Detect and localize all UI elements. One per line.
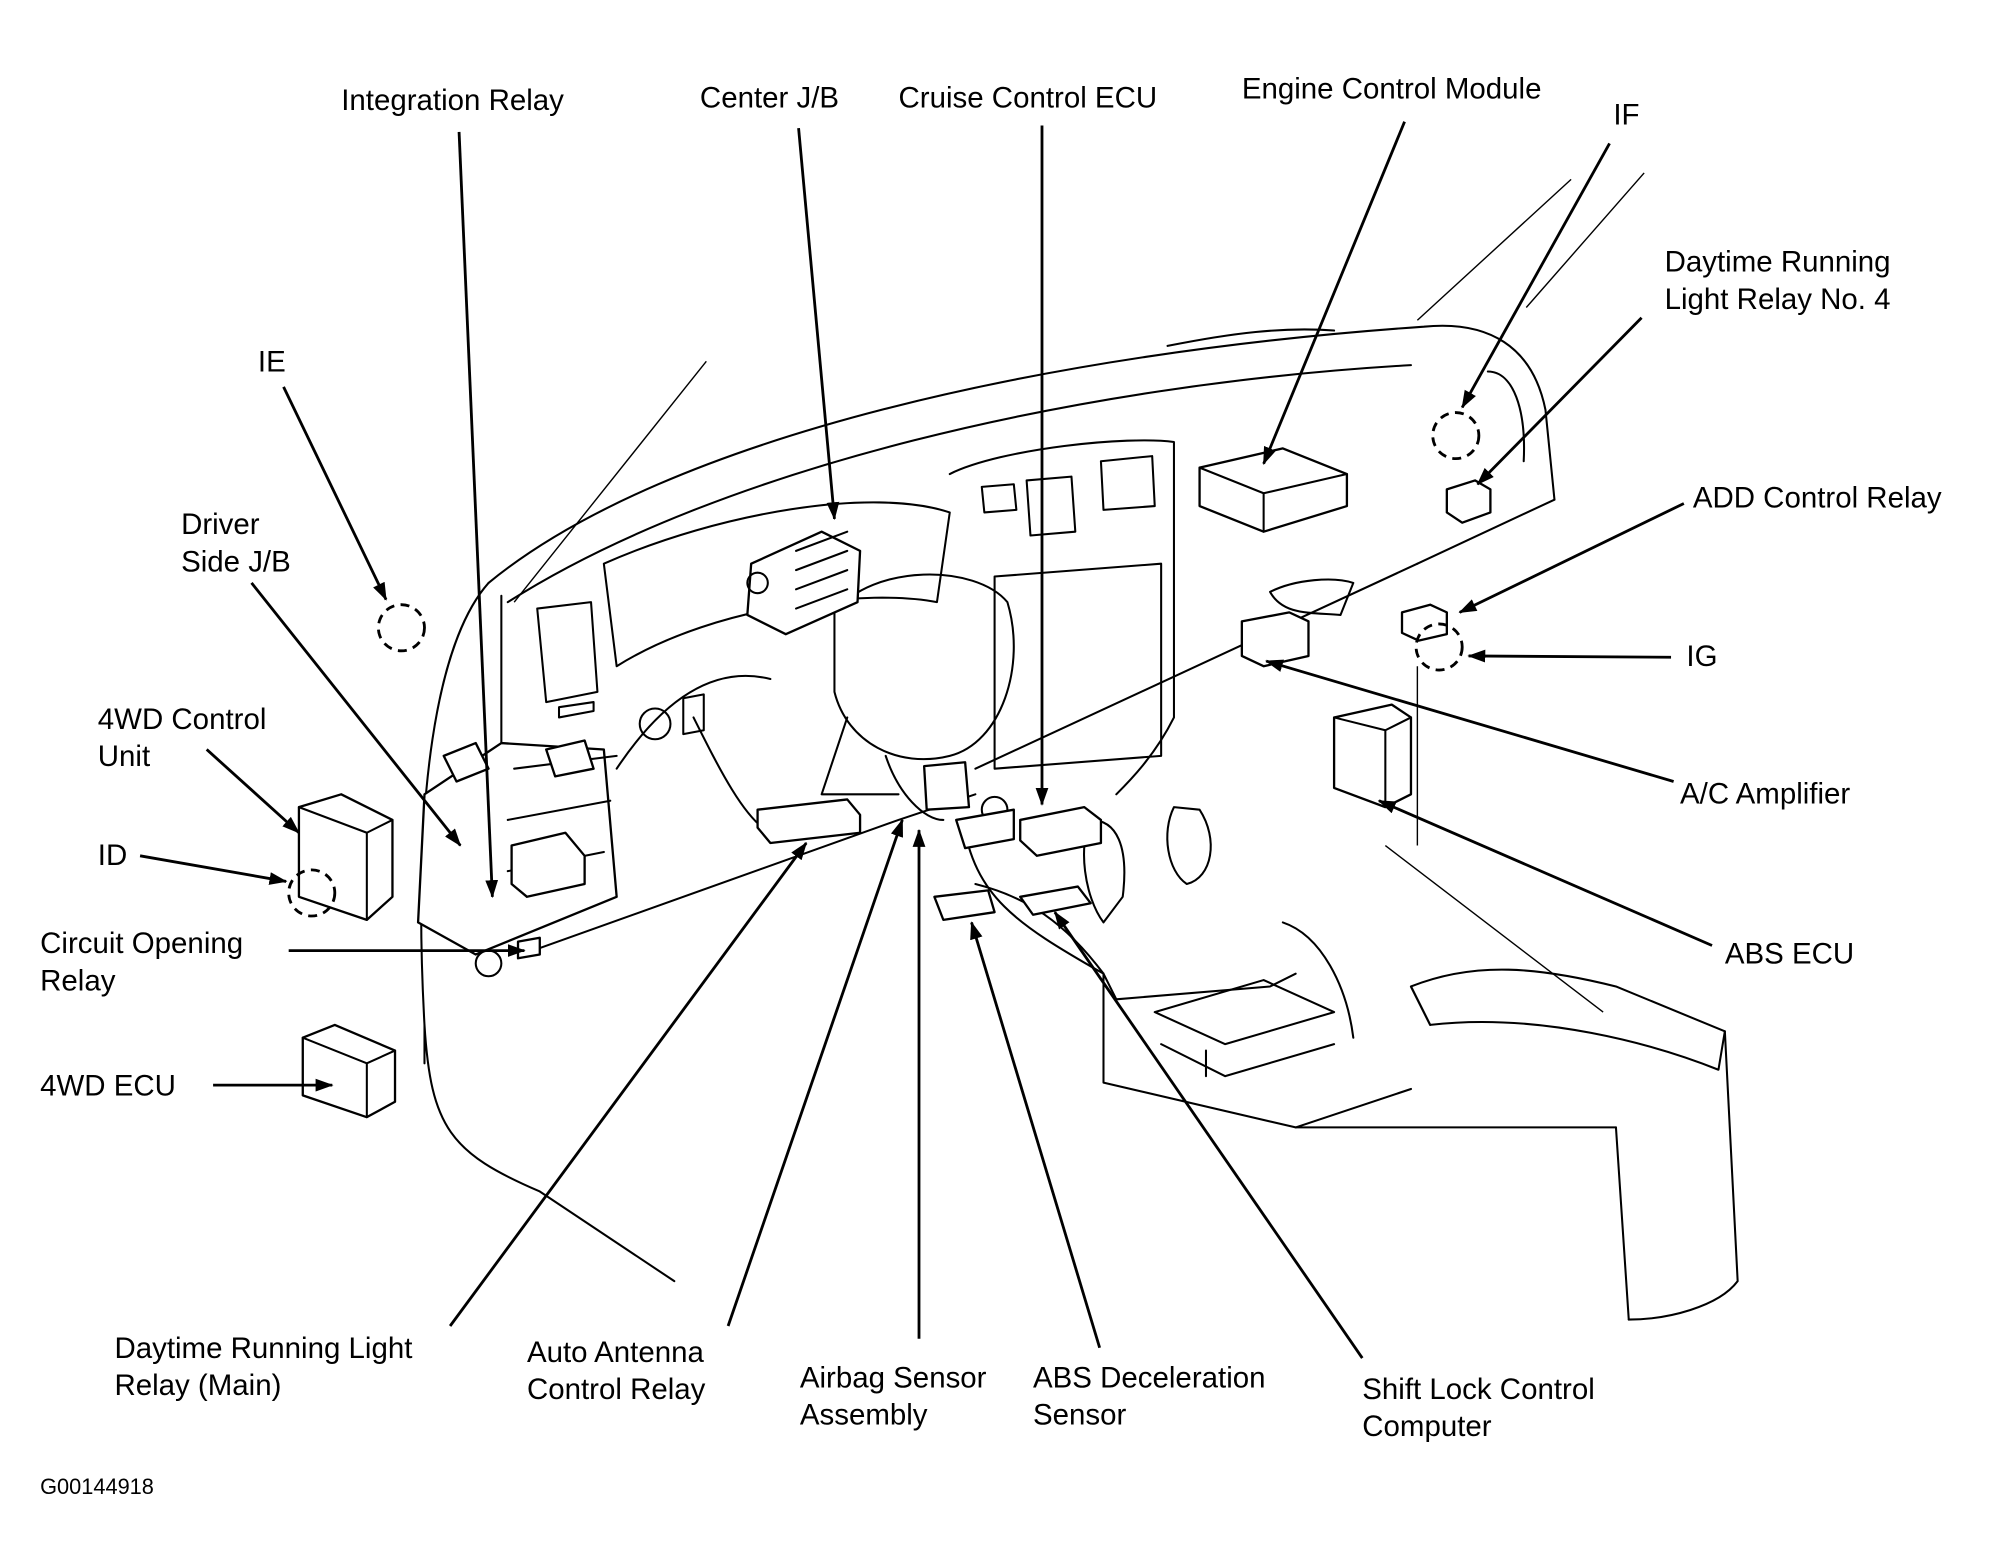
leader-lines <box>139 121 1713 1359</box>
wd4-ecu-shape <box>301 1023 397 1119</box>
label-engine-control-module: Engine Control Module <box>1242 73 1542 106</box>
label-center-jb: Center J/B <box>700 82 839 115</box>
label-driver-side-jb-line2: Side J/B <box>181 545 291 578</box>
label-auto-antenna-line2: Control Relay <box>527 1373 706 1406</box>
dashboard-drawing <box>420 172 1739 1321</box>
cruise-control-ecu-shape <box>1019 805 1103 857</box>
label-airbag-sensor-line2: Assembly <box>800 1399 928 1432</box>
label-drl-relay-4-line1: Daytime Running <box>1665 246 1891 279</box>
connector-ie-circle <box>376 603 426 653</box>
label-circuit-opening-relay-line2: Relay <box>40 964 116 997</box>
label-ac-amplifier: A/C Amplifier <box>1680 777 1850 810</box>
label-drl-main-line1: Daytime Running Light <box>114 1332 412 1365</box>
label-drl-main-line2: Relay (Main) <box>114 1369 281 1402</box>
label-4wd-ecu: 4WD ECU <box>40 1069 176 1102</box>
labels: Integration Relay Center J/B Cruise Cont… <box>40 73 1942 1499</box>
label-shift-lock-line2: Computer <box>1362 1410 1492 1443</box>
label-circuit-opening-relay-line1: Circuit Opening <box>40 927 243 960</box>
label-ig: IG <box>1686 640 1717 673</box>
label-auto-antenna-line1: Auto Antenna <box>527 1336 704 1369</box>
ac-amplifier-shape <box>1240 611 1310 668</box>
components <box>287 411 1492 1119</box>
label-integration-relay: Integration Relay <box>341 84 564 117</box>
label-abs-ecu: ABS ECU <box>1725 937 1854 970</box>
label-4wd-control-unit-line1: 4WD Control <box>98 703 267 736</box>
label-shift-lock-line1: Shift Lock Control <box>1362 1373 1594 1406</box>
label-add-control-relay: ADD Control Relay <box>1693 481 1942 514</box>
label-4wd-control-unit-line2: Unit <box>98 740 150 773</box>
drl-main-shape <box>756 798 862 845</box>
label-abs-decel-line1: ABS Deceleration <box>1033 1361 1265 1394</box>
connector-if-circle <box>1431 411 1481 461</box>
drl-relay-4-shape <box>1445 479 1492 524</box>
label-drl-relay-4-line2: Light Relay No. 4 <box>1665 283 1891 316</box>
driver-side-jb-shape <box>416 739 618 978</box>
label-driver-side-jb-line1: Driver <box>181 508 260 541</box>
label-if: IF <box>1613 98 1639 131</box>
abs-decel-shape <box>933 889 996 922</box>
connector-ig-circle <box>1414 622 1464 672</box>
center-jb-shape <box>746 530 862 636</box>
airbag-sensor-shape <box>922 761 971 811</box>
wd4-control-unit-shape <box>297 793 394 922</box>
abs-ecu-shape <box>1332 703 1413 809</box>
figure-id-code: G00144918 <box>40 1474 154 1499</box>
label-airbag-sensor-line1: Airbag Sensor <box>800 1361 987 1394</box>
shift-lock-shape <box>1019 885 1092 916</box>
label-ie: IE <box>258 346 286 379</box>
add-control-relay-shape <box>1400 603 1448 642</box>
label-abs-decel-line2: Sensor <box>1033 1399 1127 1432</box>
label-id: ID <box>98 839 127 872</box>
label-cruise-control-ecu: Cruise Control ECU <box>899 82 1158 115</box>
connector-id-circle <box>287 868 337 918</box>
